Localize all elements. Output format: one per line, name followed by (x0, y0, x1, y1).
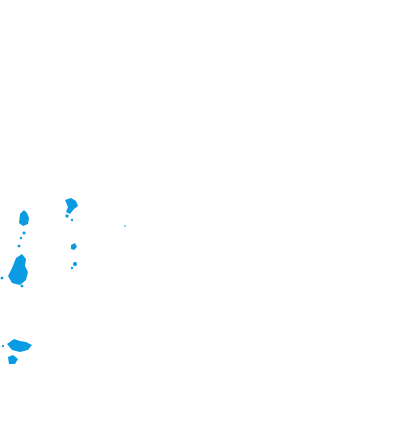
water-body (19, 236, 23, 240)
water-body (0, 276, 4, 280)
water-body (70, 218, 74, 222)
water-body (8, 254, 28, 285)
water-body (17, 244, 21, 248)
water-features (0, 198, 126, 364)
water-body (124, 225, 126, 227)
water-body (7, 339, 32, 352)
water-body (70, 266, 74, 270)
water-body (65, 198, 78, 214)
water-body (8, 355, 18, 364)
water-body (71, 243, 77, 250)
water-body (19, 210, 29, 226)
water-body (65, 214, 69, 218)
water-body (1, 344, 5, 348)
water-body (73, 262, 77, 266)
water-body (20, 284, 24, 288)
water-body (22, 231, 26, 235)
